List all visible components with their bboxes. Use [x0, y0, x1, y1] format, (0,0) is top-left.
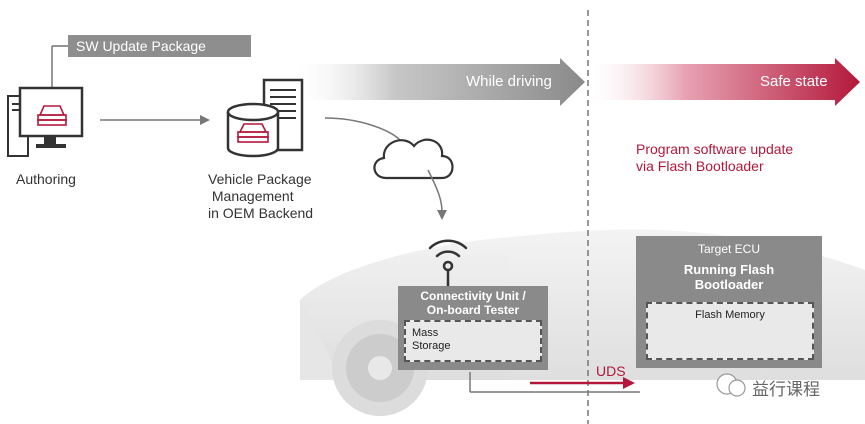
- watermark-text: 益行课程: [752, 380, 820, 400]
- backend-label: Vehicle Package Management in OEM Backen…: [208, 171, 314, 221]
- flash-memory-box: Flash Memory: [646, 302, 814, 360]
- safe-state-banner: [590, 58, 860, 106]
- sw-update-package-label: SW Update Package: [68, 35, 251, 57]
- cloud-icon: [373, 138, 454, 180]
- server-database-icon: [226, 78, 304, 158]
- mass-storage-label: Mass Storage: [412, 327, 451, 352]
- safe-state-text: Safe state: [760, 73, 828, 90]
- antenna-signal-icon: [428, 239, 468, 288]
- running-flash-bootloader-label: Running Flash Bootloader: [683, 262, 775, 292]
- computer-icon: [7, 86, 84, 157]
- while-driving-text: While driving: [466, 73, 552, 90]
- watermark-logo-icon: [716, 373, 746, 397]
- connectivity-unit-title: Connectivity Unit / On-board Tester: [420, 289, 526, 317]
- target-ecu-title: Target ECU: [697, 242, 761, 256]
- mass-storage-box: Mass Storage: [404, 320, 542, 362]
- uds-label: UDS: [596, 363, 626, 379]
- authoring-label: Authoring: [16, 171, 76, 187]
- flash-memory-label: Flash Memory: [695, 309, 765, 321]
- while-driving-banner: [290, 58, 585, 106]
- program-software-text: Program software update via Flash Bootlo…: [636, 141, 794, 174]
